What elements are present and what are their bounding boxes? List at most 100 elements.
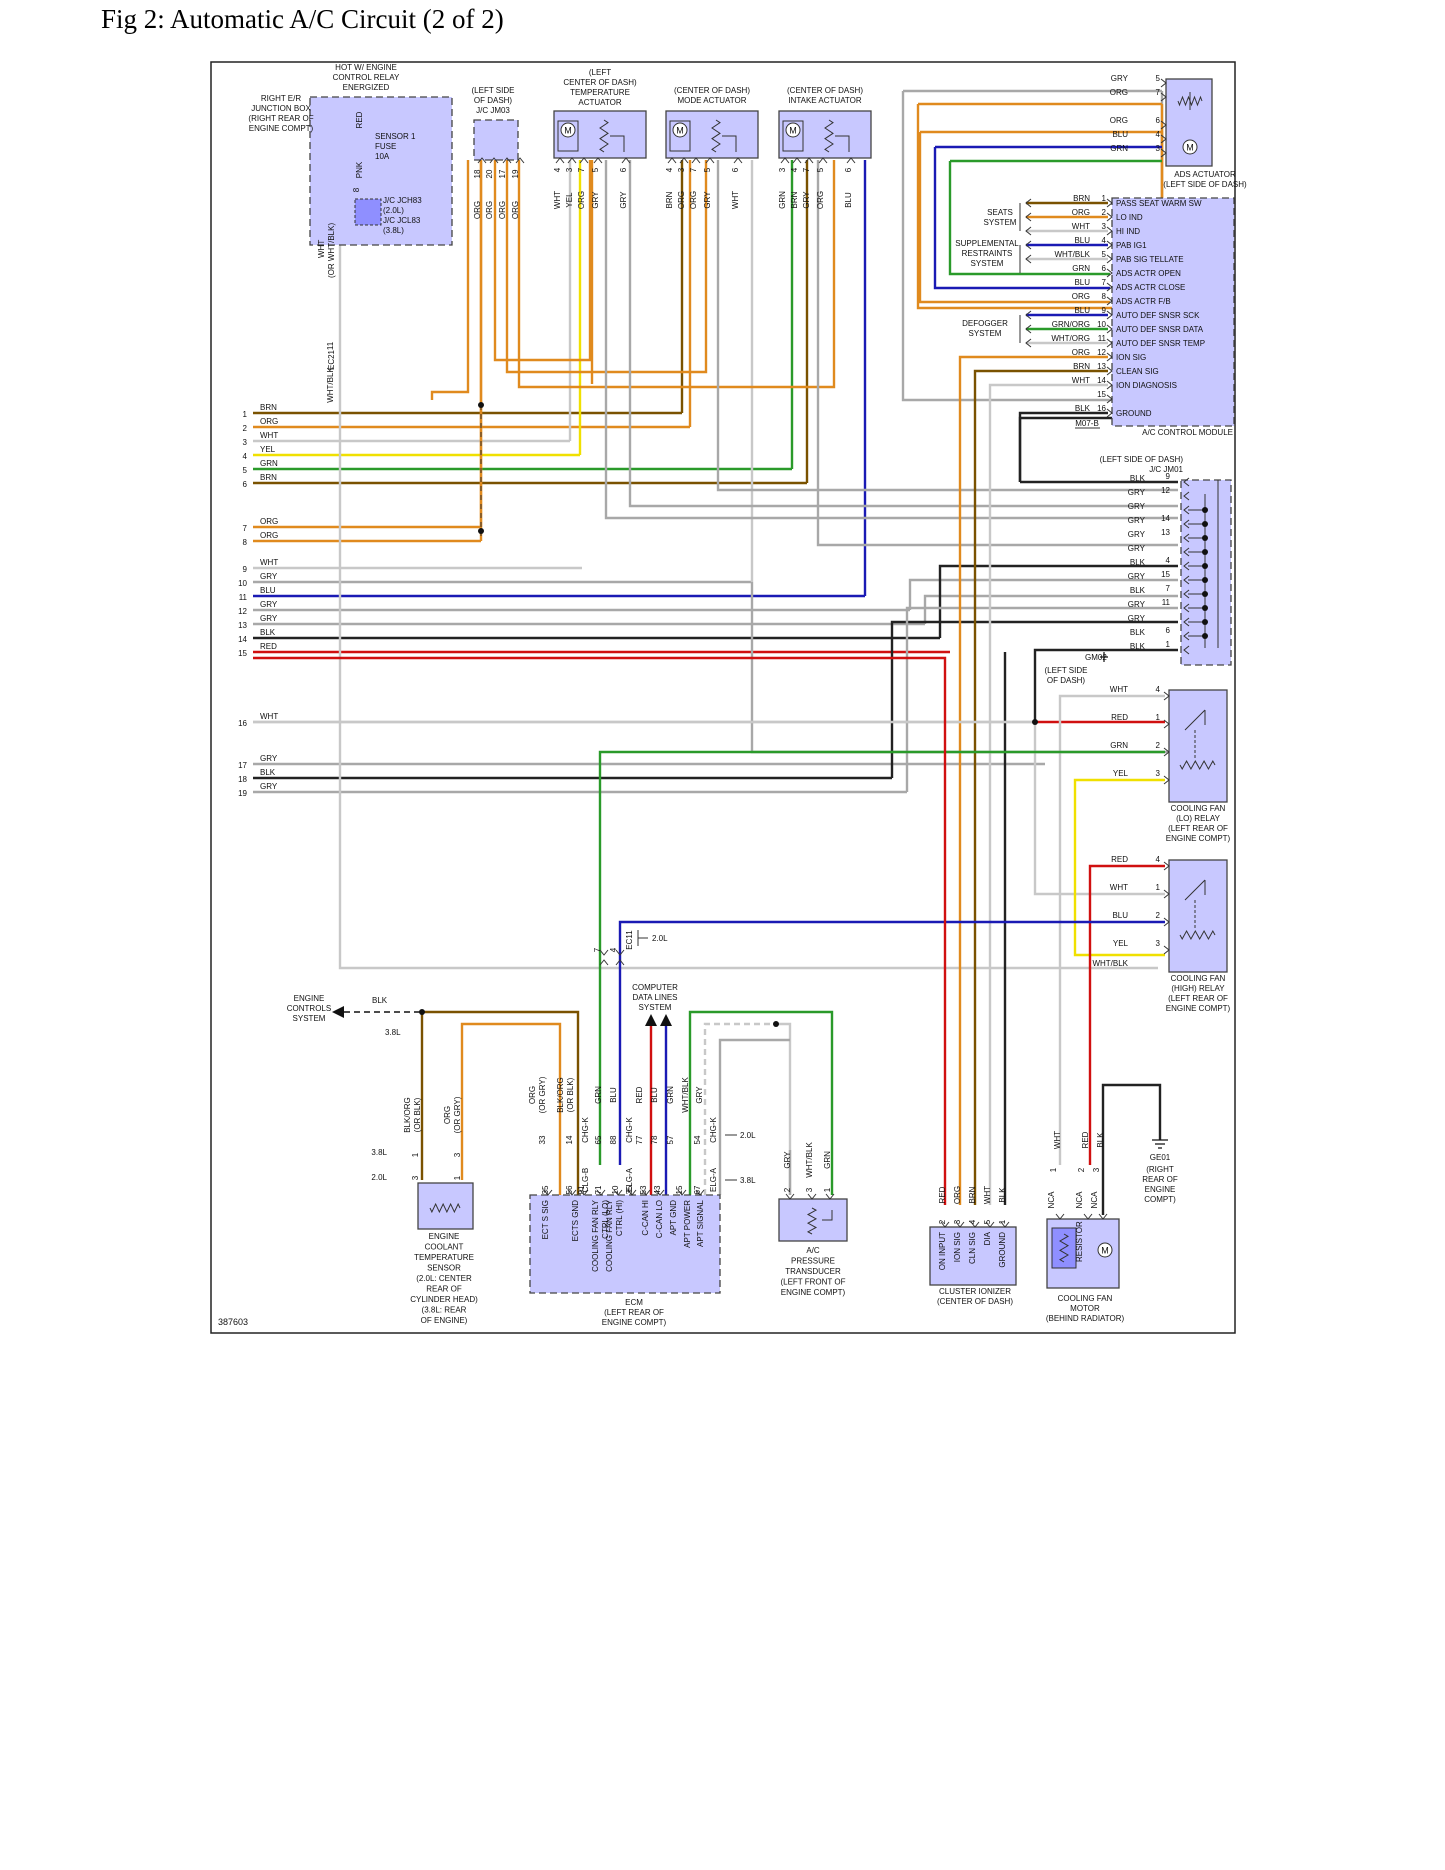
connector-pin <box>1025 198 1032 208</box>
hi-relay-label: (LEFT REAR OF <box>1168 994 1228 1003</box>
wire-color: ORG <box>677 191 686 209</box>
connector-pin <box>1025 310 1032 320</box>
jm01-wire: GRY <box>1128 502 1146 511</box>
computer-data-label: COMPUTER <box>632 983 678 992</box>
pin-number: 5 <box>816 167 825 172</box>
jm01-pin: 1 <box>1166 640 1171 649</box>
ads-actuator-label: (LEFT SIDE OF DASH) <box>1163 180 1247 189</box>
relay-pin: 1 <box>1156 883 1161 892</box>
module-pin: 12 <box>1097 348 1106 357</box>
resistor-icon <box>429 1202 461 1214</box>
pin-number: 1 <box>453 1175 462 1180</box>
wire-wht <box>1058 694 1165 1165</box>
pin-number: 11 <box>326 341 335 350</box>
module-pin: 5 <box>1102 250 1107 259</box>
jm03-label: J/C JM03 <box>476 106 510 115</box>
connector-pin <box>1106 282 1113 292</box>
bus-wire-color: ORG <box>260 517 278 526</box>
splice-dot <box>1202 633 1208 639</box>
intake-actuator-label: INTAKE ACTUATOR <box>788 96 862 105</box>
connector-pin <box>1163 719 1170 729</box>
srs-label: SYSTEM <box>971 259 1004 268</box>
module-signal: PAB SIG TELLATE <box>1116 255 1184 264</box>
connector-pin <box>1160 120 1167 130</box>
wire-wht <box>776 1022 792 1195</box>
module-signal: PASS SEAT WARM SW <box>1116 199 1202 208</box>
resistor-icon <box>1059 1233 1069 1263</box>
jm01-pin: 13 <box>1161 528 1170 537</box>
pin-number: 7 <box>593 947 602 952</box>
connector-pin <box>1106 338 1113 348</box>
temp-actuator-label: (LEFT <box>589 68 611 77</box>
pin-number: 3 <box>453 1152 462 1157</box>
wire-gry <box>718 1038 790 1195</box>
bus-number: 9 <box>243 565 248 574</box>
connector-pin <box>792 157 802 164</box>
connector-pin <box>1183 533 1190 543</box>
arrow-icon <box>660 1014 672 1026</box>
ecm-signal: ECTS GND <box>571 1200 580 1242</box>
jm01-pin: 11 <box>1162 598 1171 607</box>
module-signal: ADS ACTR OPEN <box>1116 269 1181 278</box>
connector-pin <box>1106 394 1113 404</box>
wire-color: YEL <box>565 192 574 208</box>
connector-id: CHG-K <box>581 1116 590 1142</box>
variant-label: 3.8L <box>740 1176 756 1185</box>
pressure-transducer-label: TRANSDUCER <box>785 1267 841 1276</box>
ect-sensor-label: (3.8L: REAR <box>422 1306 467 1315</box>
connector-pin <box>1025 338 1032 348</box>
module-pin: 4 <box>1102 236 1107 245</box>
ecm-signal: C-CAN LO <box>655 1200 664 1238</box>
ect-sensor-label: REAR OF <box>426 1285 462 1294</box>
relay-pin: 1 <box>1156 713 1161 722</box>
splice-dot <box>1032 719 1038 725</box>
gm02-label: OF DASH) <box>1047 676 1086 685</box>
ecm-label: (LEFT REAR OF <box>604 1308 664 1317</box>
ge01-label: GE01 <box>1150 1153 1171 1162</box>
wire-color: GRY <box>703 191 712 209</box>
connector-pin <box>1160 78 1167 88</box>
bus-wire-color: ORG <box>260 417 278 426</box>
jm01-pin: 7 <box>1166 584 1171 593</box>
pin-number: 2 <box>1077 1167 1086 1172</box>
wire-color: (OR BLK) <box>566 1077 575 1112</box>
relay-pin: 4 <box>1156 855 1161 864</box>
connector-pin <box>555 157 565 164</box>
connector-pin <box>579 1189 589 1196</box>
pin-number: 3 <box>565 167 574 172</box>
connector-pin <box>804 157 814 164</box>
wire-grn <box>948 161 1110 276</box>
jm03-label: OF DASH) <box>474 96 513 105</box>
wire-red <box>1088 864 1165 1165</box>
wire-blk <box>1101 1083 1162 1215</box>
wire-color: ORG <box>577 191 586 209</box>
relay-pin: 3 <box>1156 769 1161 778</box>
engine-coolant-temp-sensor <box>417 1182 474 1230</box>
wire-color: WHT <box>983 1186 992 1204</box>
wire-color: WHT/BLK <box>681 1077 690 1113</box>
connector-id: CHG-K <box>625 1116 634 1142</box>
connector-pin <box>1183 491 1190 501</box>
connector-pin <box>705 157 715 164</box>
jm01-pin: 4 <box>1166 556 1171 565</box>
wire-wht <box>988 383 1108 1205</box>
actuator-wiper <box>835 135 850 152</box>
connector-pin <box>579 157 589 164</box>
gm02-label: (LEFT SIDE <box>1045 666 1088 675</box>
wire-color: (OR WHT/BLK) <box>327 223 336 278</box>
ect-sensor-label: OF ENGINE) <box>421 1316 468 1325</box>
module-pin: 2 <box>1102 208 1107 217</box>
resistor-icon <box>824 119 834 153</box>
connector-pin <box>818 157 828 164</box>
variant-label: 2.0L <box>371 1173 387 1182</box>
motor-frame <box>669 120 691 152</box>
pin-number: 77 <box>635 1135 644 1144</box>
ads-wire: BLU <box>1112 130 1128 139</box>
jm01-wire: BLK <box>1130 628 1146 637</box>
pin-number: 1 <box>823 1187 832 1192</box>
wire-color: GRN <box>823 1151 832 1169</box>
module-signal: ADS ACTR CLOSE <box>1116 283 1185 292</box>
connector-pin <box>1106 408 1113 418</box>
ads-pin: 7 <box>1156 88 1161 97</box>
ground-icon <box>1152 1139 1168 1149</box>
